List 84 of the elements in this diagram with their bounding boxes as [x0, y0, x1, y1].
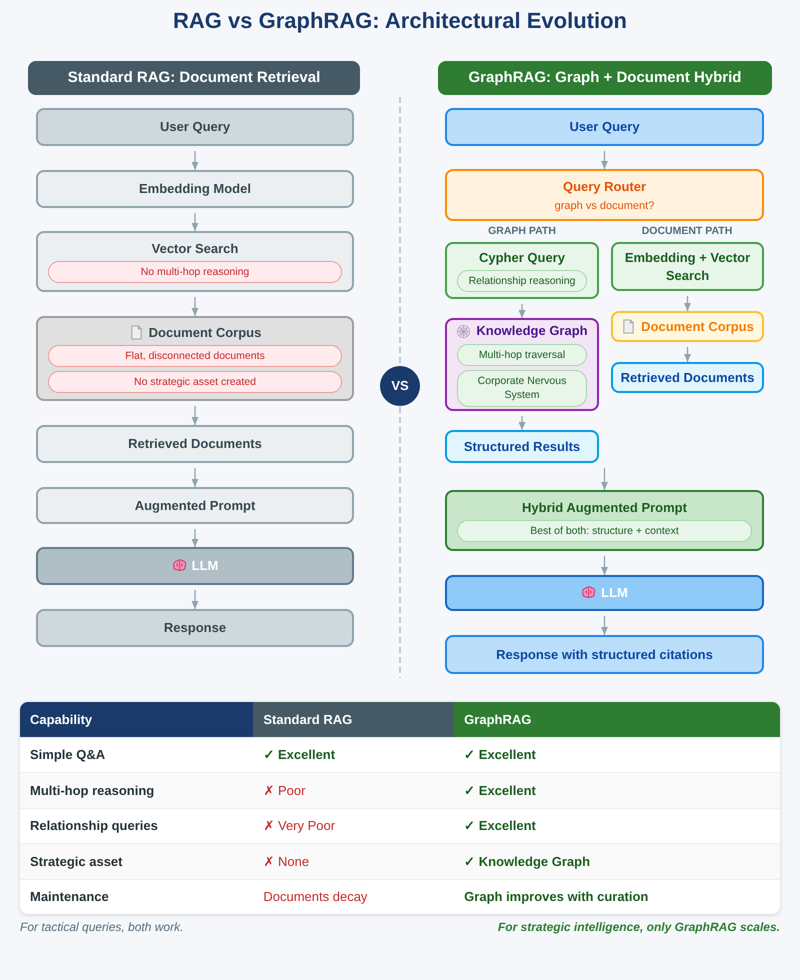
badge-text: VS: [391, 377, 409, 395]
process-box: [36, 547, 354, 585]
arrow: [192, 213, 198, 231]
arrow: [601, 468, 608, 490]
box-label: Response with structured citations: [496, 646, 713, 664]
box-label: Query Router: [562, 178, 646, 196]
process-box: [36, 170, 354, 208]
note-tag: Relationship reasoning: [457, 270, 587, 292]
table-cell: Graph improves with curation: [454, 879, 780, 914]
arrow: [192, 151, 198, 170]
arrow: [601, 151, 608, 169]
section-header: [28, 61, 360, 95]
process-box: [611, 311, 764, 342]
header-cell: GraphRAG: [454, 702, 780, 737]
box-subtitle: graph vs document?: [554, 200, 654, 212]
section-title: GraphRAG: Graph + Document Hybrid: [468, 68, 742, 88]
box-label: Retrieved Documents: [620, 368, 754, 386]
box-label: Structured Results: [464, 438, 580, 456]
arrow: [601, 556, 608, 575]
arrow: [192, 297, 198, 316]
process-box: [36, 316, 354, 401]
process-box: [445, 318, 599, 411]
process-box: [36, 425, 354, 463]
box-label: Cypher Query: [479, 248, 565, 266]
process-box: [445, 242, 599, 299]
process-box: [445, 108, 764, 146]
table-cell: Maintenance: [20, 879, 254, 914]
box-label: Embedding Model: [139, 180, 251, 198]
box-label: Document Corpus: [641, 318, 754, 336]
page-title: RAG vs GraphRAG: Architectural Evolution: [172, 8, 628, 34]
box-label: LLM: [192, 557, 218, 575]
box-label: Retrieved Documents: [128, 435, 262, 453]
section-header: [438, 61, 772, 95]
process-box: [36, 108, 354, 146]
footnote: For tactical queries, both work.: [20, 920, 184, 934]
process-box: [445, 490, 764, 551]
box-label: Response: [164, 619, 226, 637]
note-tag: Best of both: structure + context: [457, 520, 752, 542]
arrow: [684, 347, 691, 362]
arrow: [518, 416, 526, 430]
path-label: GRAPH PATH: [487, 225, 557, 237]
table-cell: Strategic asset: [20, 844, 254, 879]
box-label: Knowledge Graph: [476, 322, 588, 340]
section-title: Standard RAG: Document Retrieval: [68, 68, 320, 88]
arrow: [192, 406, 198, 425]
note-tag: Multi-hop traversal: [457, 344, 587, 366]
vs-badge: [380, 366, 420, 406]
process-box: [36, 231, 354, 292]
process-box: [611, 362, 764, 393]
box-label: Document Corpus: [148, 324, 262, 342]
process-box: [445, 575, 764, 611]
table-cell: ✓ Knowledge Graph: [454, 844, 780, 879]
box-label: LLM: [601, 584, 628, 602]
box-label: Augmented Prompt: [134, 496, 256, 514]
box-label: Hybrid Augmented Prompt: [522, 498, 687, 516]
arrow: [601, 616, 608, 635]
box-label: User Query: [569, 118, 640, 136]
process-box: [445, 635, 764, 674]
box-label: Vector Search: [152, 240, 238, 258]
arrow: [192, 468, 198, 487]
path-label: DOCUMENT PATH: [640, 225, 734, 237]
arrow: [684, 296, 691, 311]
note-tag: Corporate Nervous System: [457, 370, 587, 407]
process-box: [611, 242, 764, 291]
process-box: [36, 609, 354, 647]
table-cell: ✓ Excellent: [454, 772, 780, 808]
table-cell: Documents decay: [253, 879, 454, 914]
arrow: [192, 529, 198, 547]
process-box: [445, 169, 764, 221]
process-box: [445, 430, 599, 463]
header-cell: Capability: [20, 702, 254, 737]
header-cell: Standard RAG: [253, 702, 454, 737]
footnote: For strategic intelligence, only GraphRAG scales.: [498, 920, 780, 934]
arrow: [518, 304, 526, 318]
box-label: Embedding + Vector Search: [624, 248, 752, 284]
arrow: [192, 590, 198, 609]
note-tag: No multi-hop reasoning: [48, 261, 342, 284]
process-box: [36, 487, 354, 524]
note-tag: Flat, disconnected documents: [48, 345, 342, 368]
note-tag: No strategic asset created: [48, 371, 342, 394]
table-cell: ✗ Poor: [253, 772, 454, 808]
table-cell: ✗ None: [253, 844, 454, 879]
box-label: User Query: [160, 118, 230, 136]
table-cell: Multi-hop reasoning: [20, 772, 254, 808]
